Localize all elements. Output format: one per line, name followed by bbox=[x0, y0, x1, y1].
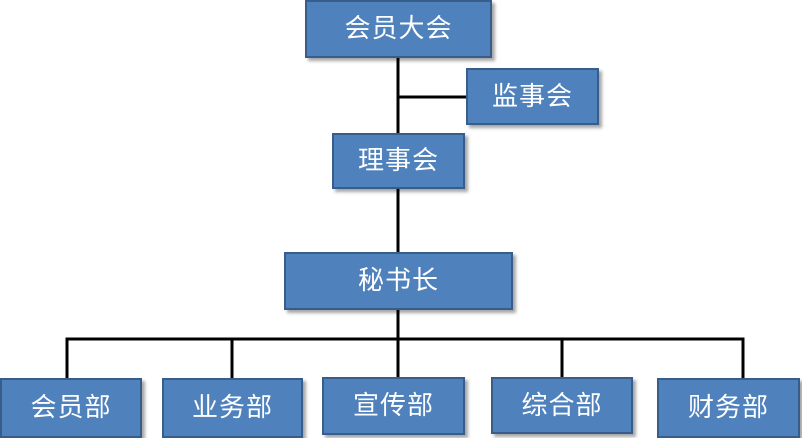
node-council: 理事会 bbox=[332, 133, 465, 189]
node-label: 会员大会 bbox=[344, 14, 453, 44]
node-label: 业务部 bbox=[191, 393, 273, 423]
node-department: 业务部 bbox=[162, 378, 303, 438]
node-department: 宣传部 bbox=[322, 377, 465, 435]
node-label: 秘书长 bbox=[357, 266, 439, 296]
node-label: 财务部 bbox=[687, 393, 769, 423]
node-label: 会员部 bbox=[30, 393, 112, 423]
node-supervisory-board: 监事会 bbox=[466, 68, 599, 125]
node-department: 财务部 bbox=[657, 378, 800, 438]
node-department: 综合部 bbox=[491, 377, 633, 434]
node-label: 综合部 bbox=[521, 390, 603, 421]
node-label: 理事会 bbox=[357, 146, 439, 176]
node-secretary-general: 秘书长 bbox=[284, 252, 513, 310]
node-label: 宣传部 bbox=[352, 391, 434, 421]
node-department: 会员部 bbox=[0, 378, 142, 438]
node-general-assembly: 会员大会 bbox=[305, 0, 492, 58]
node-label: 监事会 bbox=[491, 81, 573, 112]
